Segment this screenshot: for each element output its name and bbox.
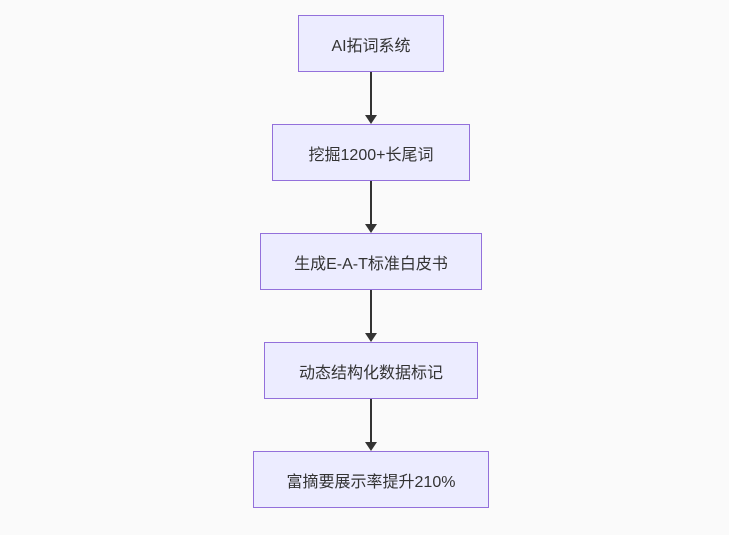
flow-node-label: 生成E-A-T标准白皮书 [294, 255, 448, 273]
flow-arrow-down-icon [364, 399, 378, 451]
flow-node-eat-whitepaper: 生成E-A-T标准白皮书 [260, 233, 482, 290]
flow-node-label: AI拓词系统 [331, 37, 411, 55]
flow-node-label: 挖掘1200+长尾词 [308, 146, 434, 164]
flow-arrow-down-icon [364, 290, 378, 342]
flow-node-longtail-mining: 挖掘1200+长尾词 [272, 124, 470, 181]
flow-arrow-down-icon [364, 181, 378, 233]
flow-node-label: 富摘要展示率提升210% [286, 473, 456, 491]
flow-node-structured-data: 动态结构化数据标记 [264, 342, 478, 399]
flow-arrow-down-icon [364, 72, 378, 124]
flow-node-label: 动态结构化数据标记 [298, 364, 443, 382]
flow-node-rich-snippet-result: 富摘要展示率提升210% [253, 451, 489, 508]
flowchart-column: AI拓词系统 挖掘1200+长尾词 生成E-A-T标准白皮书 动态结构化数据标记… [253, 15, 489, 508]
flow-node-ai-word-system: AI拓词系统 [298, 15, 444, 72]
